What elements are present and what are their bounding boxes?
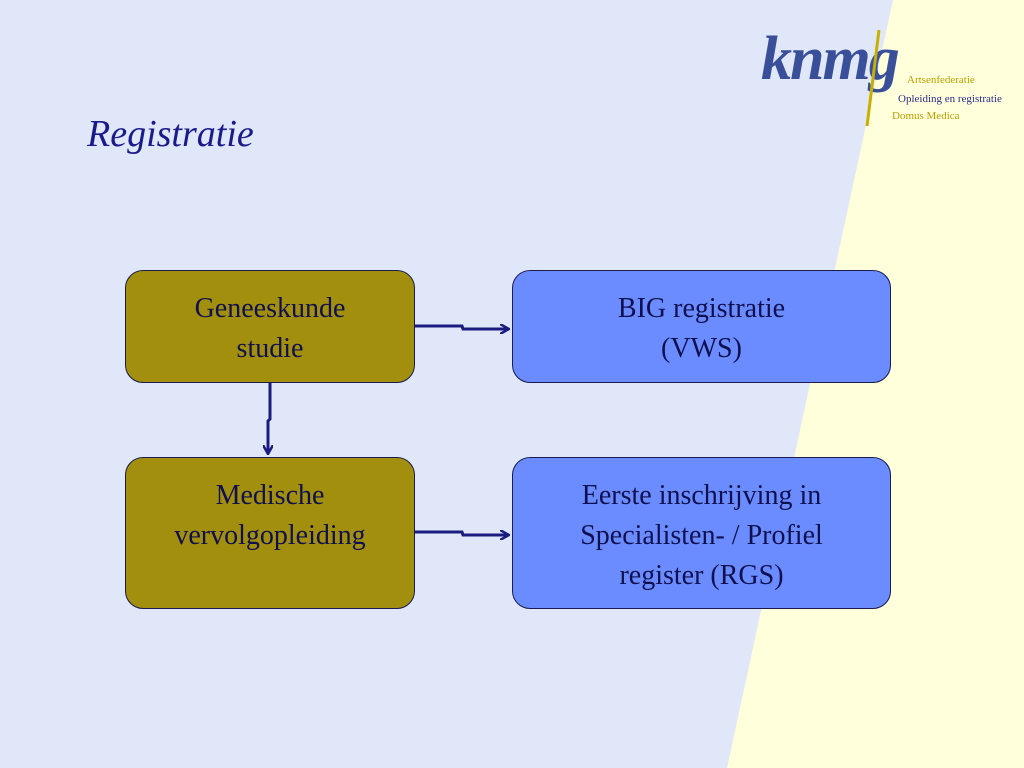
box-big-line-2: (VWS) [661, 333, 742, 364]
box-studie-line-1: Geneeskunde [194, 293, 346, 324]
box-vervolg-line-1: Medische [215, 480, 325, 511]
box-vervolg-line-2: vervolgopleiding [174, 520, 366, 551]
box-big-line-1: BIG registratie [617, 293, 786, 324]
box-medische-vervolgopleiding: Medische vervolgopleiding [125, 457, 415, 609]
box-rgs-line-1: Eerste inschrijving in [581, 480, 822, 511]
slide-title: Registratie [87, 113, 254, 155]
box-big-registratie: BIG registratie (VWS) [512, 270, 891, 383]
box-rgs-line-2: Specialisten- / Profiel [580, 520, 823, 551]
logo-line-artsenfederatie: Artsenfederatie [907, 74, 975, 86]
arrow-studie-to-vervolg [268, 383, 270, 453]
staff-of-asclepius-icon [865, 29, 881, 127]
box-eerste-inschrijving: Eerste inschrijving in Specialisten- / P… [512, 457, 891, 609]
knmg-logo: knmg Artsenfederatie Opleiding en regist… [755, 22, 1024, 132]
logo-line-opleiding: Opleiding en registratie [898, 93, 1002, 105]
box-rgs-line-3: register (RGS) [619, 560, 784, 591]
arrow-studie-to-big [415, 326, 508, 329]
arrow-vervolg-to-rgs [415, 532, 508, 535]
box-studie-line-2: studie [236, 333, 304, 364]
box-geneeskunde-studie: Geneeskunde studie [125, 270, 415, 383]
logo-line-domus-medica: Domus Medica [892, 110, 960, 122]
